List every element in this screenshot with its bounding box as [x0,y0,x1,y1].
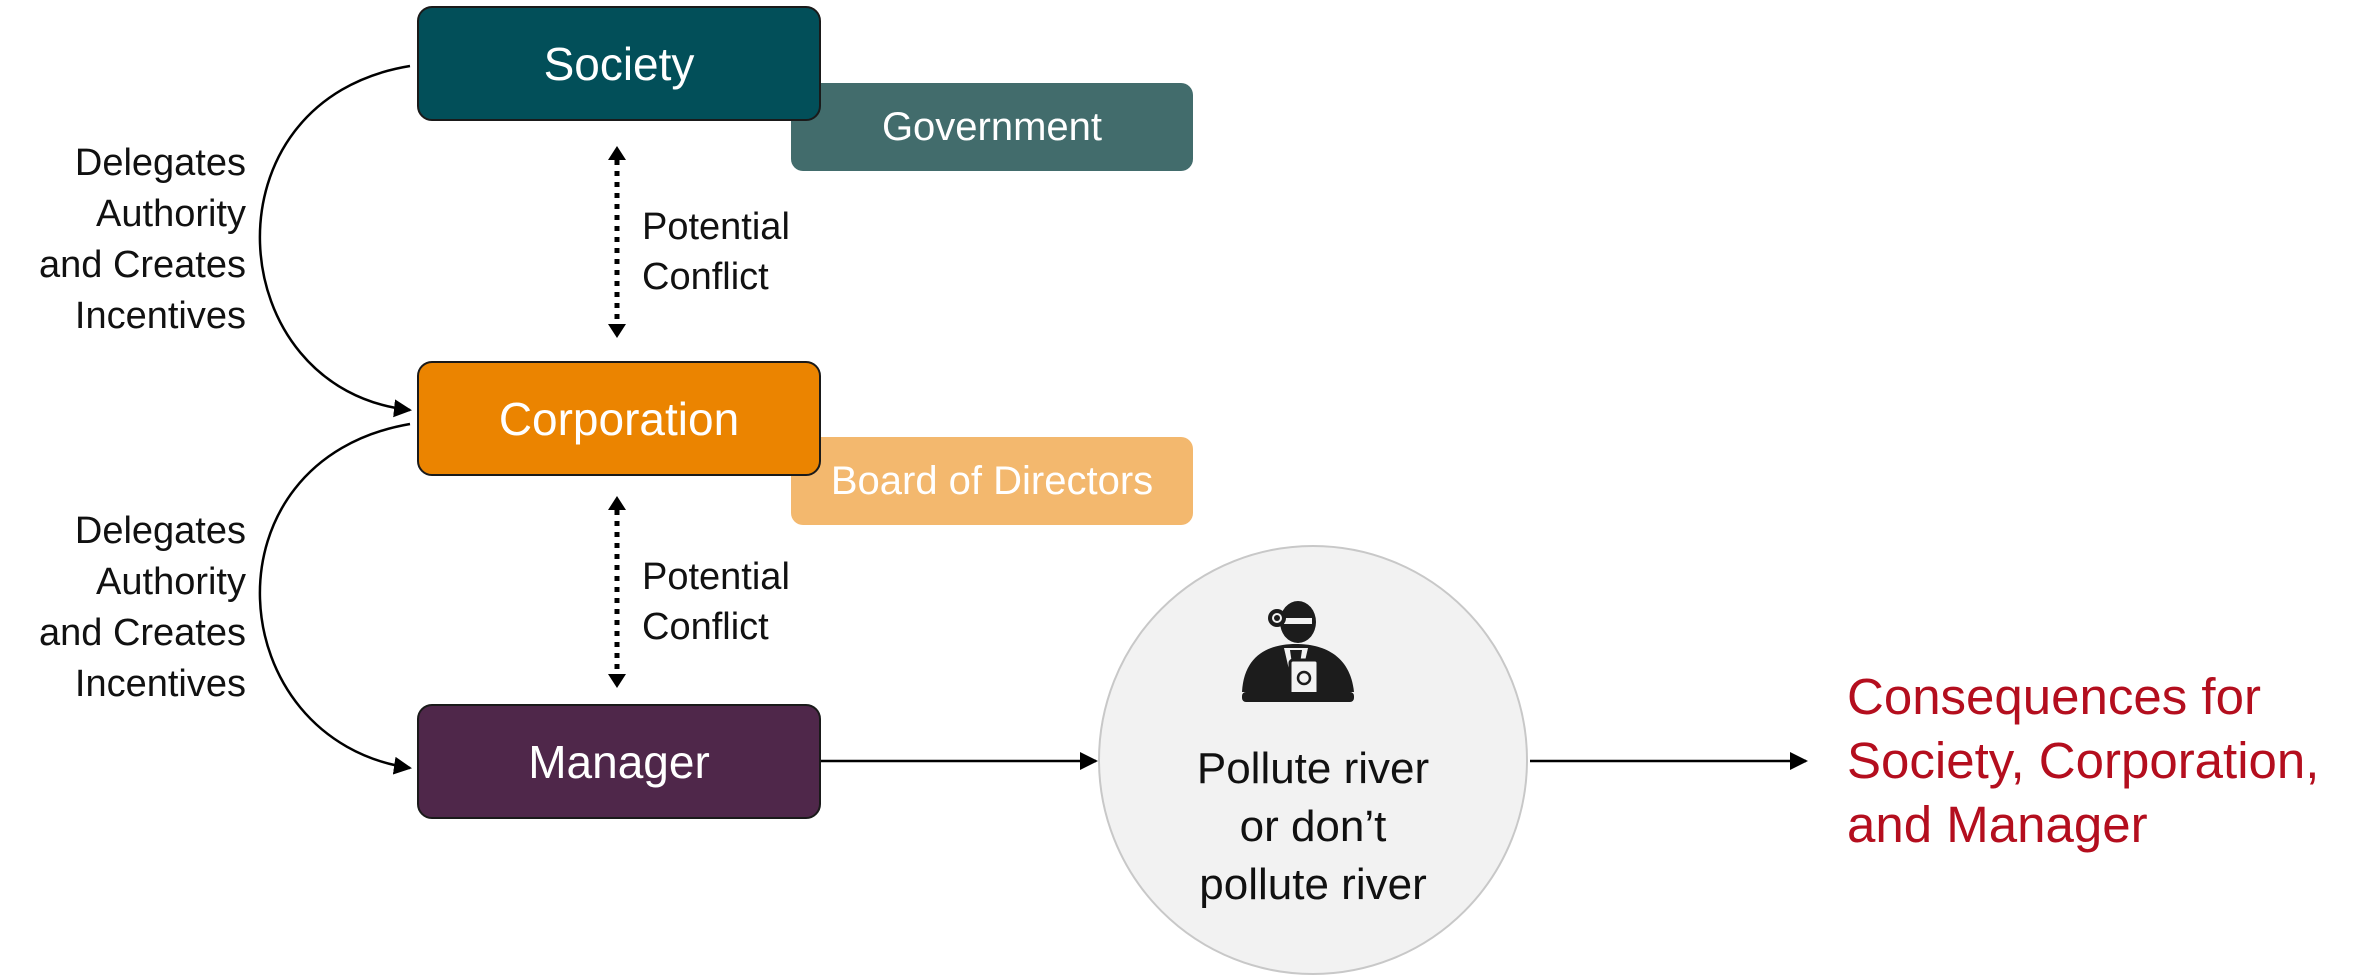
government-label: Government [881,104,1103,149]
conflict-arrowhead-lower-top [608,496,626,510]
delegation-upper-line-4: Incentives [74,295,246,337]
corporation-label: Corporation [498,392,740,445]
decision-line-2: or don’t [1239,802,1387,851]
conflict-label-lower: Potential Conflict [642,552,790,652]
delegation-label-upper: Delegates Authority and Creates Incentiv… [6,138,246,342]
corporation-box: Corporation [417,361,821,476]
delegation-arrow-lower [258,422,412,775]
delegation-lower-line-1: Delegates [74,510,246,552]
conflict-arrowhead-lower-bottom [608,674,626,688]
consequences-line-2: Society, Corporation, [1847,732,2320,789]
delegation-lower-line-4: Incentives [74,663,246,705]
delegation-arrow-upper [258,64,412,418]
manager-box: Manager [417,704,821,819]
delegation-label-lower: Delegates Authority and Creates Incentiv… [6,506,246,710]
consequences-line-3: and Manager [1847,796,2148,853]
consequences-text: Consequences for Society, Corporation, a… [1847,665,2319,857]
society-label: Society [543,37,695,90]
conflict-lower-line-1: Potential [642,556,790,598]
decision-text: Pollute river or don’t pollute river [1098,740,1528,914]
conflict-arrowhead-upper-bottom [608,324,626,338]
board-of-directors-box: Board of Directors [791,437,1193,525]
manager-label: Manager [528,735,710,788]
consequences-line-1: Consequences for [1847,668,2261,725]
conflict-lower-line-2: Conflict [642,606,769,648]
delegation-upper-line-3: and Creates [38,244,246,286]
decision-line-3: pollute river [1199,860,1427,909]
delegation-lower-line-2: Authority [96,561,246,603]
conflict-arrowhead-upper-top [608,146,626,160]
delegation-upper-line-1: Delegates [74,142,246,184]
delegation-lower-line-3: and Creates [38,612,246,654]
conflict-upper-line-1: Potential [642,206,790,248]
manager-person-icon [1242,601,1354,702]
decision-line-1: Pollute river [1196,744,1430,793]
delegation-upper-line-2: Authority [96,193,246,235]
conflict-upper-line-2: Conflict [642,256,769,298]
government-box: Government [791,83,1193,171]
board-of-directors-label: Board of Directors [830,458,1154,503]
society-box: Society [417,6,821,121]
conflict-label-upper: Potential Conflict [642,202,790,302]
